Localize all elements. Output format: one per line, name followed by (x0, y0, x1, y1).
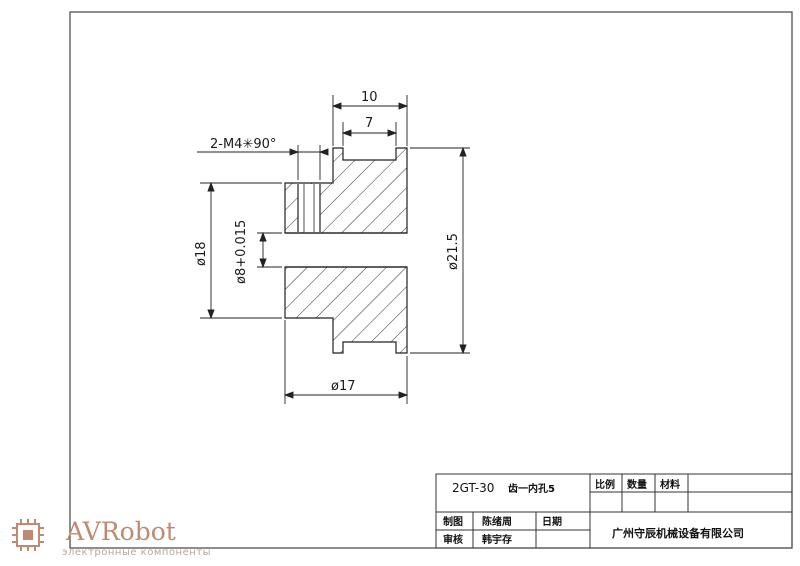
dim-dia-bore: ø8+0.015 (234, 220, 249, 284)
part-section (284, 147, 408, 354)
company-name: 广州守辰机械设备有限公司 (612, 526, 744, 540)
dim-dia-flange: ø18 (194, 242, 209, 267)
dim-width-total: 10 (361, 90, 378, 105)
section-lower (284, 266, 408, 354)
col-scale: 比例 (595, 478, 615, 491)
part-suffix: 齿一内孔5 (508, 482, 555, 495)
dimension-lines (197, 95, 470, 404)
drawn-name: 陈绪周 (482, 515, 512, 528)
drawn-label: 制图 (443, 515, 463, 528)
title-block (435, 473, 793, 549)
dim-dia-outer: ø21.5 (446, 233, 461, 270)
sheet-border (69, 11, 793, 549)
chip-icon (12, 519, 44, 551)
watermark-brand: AVRobot (65, 517, 176, 546)
part-name: 2GT-30 (452, 481, 494, 495)
dim-chamfer-note: 2-M4✳90° (210, 137, 276, 152)
set-screw-hole (298, 184, 320, 232)
checked-label: 审核 (443, 533, 463, 546)
watermark-tagline: электронные компоненты (62, 547, 211, 558)
col-material: 材料 (660, 478, 680, 491)
date-label: 日期 (542, 515, 562, 528)
checked-name: 韩宇存 (482, 533, 512, 546)
col-qty: 数量 (627, 478, 647, 491)
dim-width-hub: 7 (365, 116, 373, 131)
dim-dia-hub: ø17 (331, 379, 356, 394)
